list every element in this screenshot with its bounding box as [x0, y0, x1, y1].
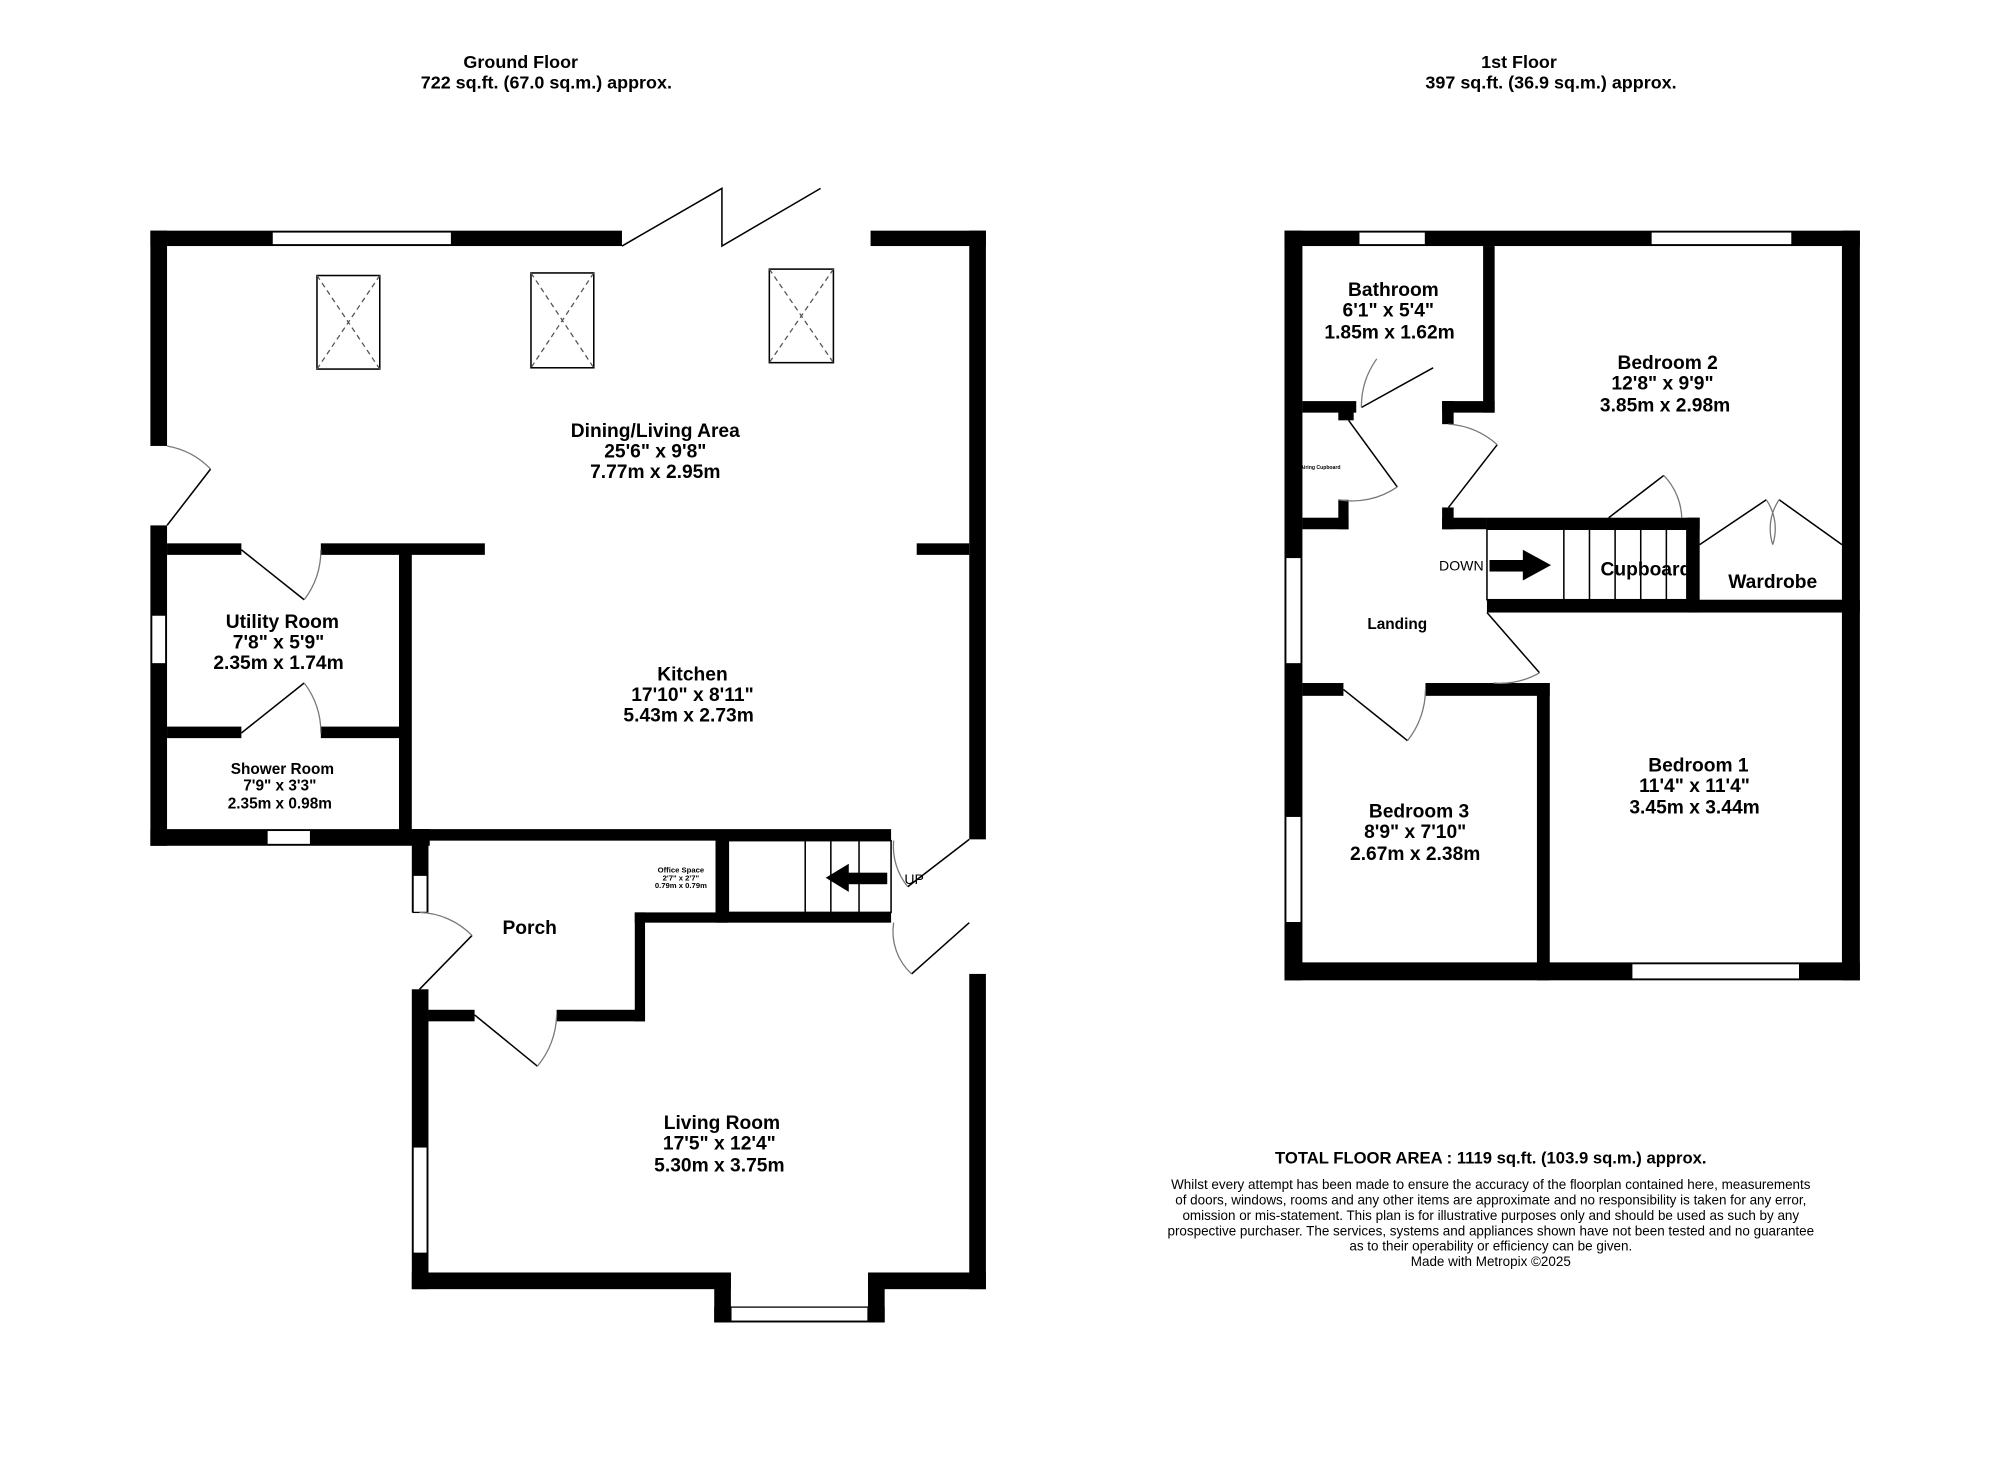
svg-text:1.85m x 1.62m: 1.85m x 1.62m	[1324, 322, 1454, 343]
svg-text:5.30m x 3.75m: 5.30m x 3.75m	[654, 1155, 784, 1176]
stairs-down-label: DOWN	[1439, 557, 1484, 573]
room-kitchen: Kitchen 17'10" x 8'11" 5.43m x 2.73m	[623, 664, 753, 726]
ground-floor-area: 722 sq.ft. (67.0 sq.m.) approx.	[421, 72, 672, 92]
svg-text:2.35m x 0.98m: 2.35m x 0.98m	[228, 796, 332, 813]
svg-text:25'6" x 9'8": 25'6" x 9'8"	[604, 441, 706, 462]
svg-text:17'10" x 8'11": 17'10" x 8'11"	[631, 685, 754, 706]
first-floor-area: 397 sq.ft. (36.9 sq.m.) approx.	[1425, 72, 1676, 92]
credit: Made with Metropix ©2025	[1411, 1254, 1571, 1269]
svg-text:7'9" x 3'3": 7'9" x 3'3"	[243, 778, 316, 795]
svg-text:8'9" x 7'10": 8'9" x 7'10"	[1364, 822, 1466, 843]
svg-text:5.43m x 2.73m: 5.43m x 2.73m	[623, 705, 753, 726]
room-bedroom-1: Bedroom 1 11'4" x 11'4" 3.45m x 3.44m	[1629, 755, 1759, 818]
room-office: Office Space 2'7" x 2'7" 0.79m x 0.79m	[655, 866, 707, 890]
room-utility: Utility Room 7'8" x 5'9" 2.35m x 1.74m	[213, 612, 343, 674]
room-bedroom-2: Bedroom 2 12'8" x 9'9" 3.85m x 2.98m	[1600, 353, 1730, 416]
room-porch: Porch	[502, 918, 556, 939]
svg-text:11'4" x 11'4": 11'4" x 11'4"	[1639, 776, 1750, 797]
svg-text:Bedroom 1: Bedroom 1	[1648, 755, 1749, 776]
room-landing: Landing	[1367, 616, 1427, 633]
svg-text:Utility Room: Utility Room	[226, 612, 339, 633]
svg-text:Whilst every attempt has been: Whilst every attempt has been made to en…	[1171, 1177, 1811, 1192]
svg-text:2'7" x 2'7": 2'7" x 2'7"	[663, 873, 700, 882]
room-bathroom: Bathroom 6'1" x 5'4" 1.85m x 1.62m	[1324, 280, 1454, 343]
room-airing-cupboard: Airing Cupboard	[1300, 465, 1340, 471]
svg-text:3.45m x 3.44m: 3.45m x 3.44m	[1629, 798, 1759, 819]
svg-text:Bedroom 3: Bedroom 3	[1369, 802, 1469, 823]
svg-text:Shower Room: Shower Room	[231, 761, 334, 778]
skylight	[768, 268, 835, 364]
svg-text:Dining/Living Area: Dining/Living Area	[571, 421, 740, 442]
svg-text:2.67m x 2.38m: 2.67m x 2.38m	[1350, 844, 1480, 865]
svg-text:as to their operability or eff: as to their operability or efficiency ca…	[1349, 1239, 1632, 1254]
svg-text:omission or mis-statement. Thi: omission or mis-statement. This plan is …	[1182, 1208, 1799, 1223]
svg-text:Bathroom: Bathroom	[1348, 280, 1439, 301]
room-wardrobe: Wardrobe	[1728, 572, 1817, 593]
svg-text:3.85m x 2.98m: 3.85m x 2.98m	[1600, 395, 1730, 416]
svg-text:Living Room: Living Room	[664, 1113, 780, 1134]
svg-text:Kitchen: Kitchen	[657, 664, 727, 685]
room-bedroom-3: Bedroom 3 8'9" x 7'10" 2.67m x 2.38m	[1350, 802, 1480, 865]
first-floor-plan	[1284, 230, 1860, 981]
room-shower: Shower Room 7'9" x 3'3" 2.35m x 0.98m	[228, 761, 334, 813]
svg-text:0.79m x 0.79m: 0.79m x 0.79m	[655, 881, 707, 890]
first-floor-title: 1st Floor	[1481, 52, 1557, 72]
svg-text:Bedroom 2: Bedroom 2	[1617, 353, 1717, 374]
svg-text:17'5" x 12'4": 17'5" x 12'4"	[663, 1133, 776, 1154]
skylight	[316, 274, 381, 370]
svg-text:6'1" x 5'4": 6'1" x 5'4"	[1343, 301, 1435, 322]
room-dining-living: Dining/Living Area 25'6" x 9'8" 7.77m x …	[571, 421, 740, 483]
ground-floor-plan	[150, 187, 986, 1323]
svg-text:7'8" x 5'9": 7'8" x 5'9"	[233, 632, 325, 653]
svg-text:12'8" x 9'9": 12'8" x 9'9"	[1611, 374, 1713, 395]
skylight	[530, 272, 595, 369]
svg-text:7.77m x 2.95m: 7.77m x 2.95m	[590, 462, 720, 483]
svg-text:of doors, windows, rooms and a: of doors, windows, rooms and any other i…	[1175, 1193, 1806, 1208]
ground-floor-title: Ground Floor	[463, 52, 578, 72]
svg-text:2.35m x 1.74m: 2.35m x 1.74m	[213, 653, 343, 674]
room-cupboard: Cupboard	[1600, 559, 1691, 580]
room-living: Living Room 17'5" x 12'4" 5.30m x 3.75m	[654, 1113, 784, 1176]
disclaimer: Whilst every attempt has been made to en…	[1167, 1177, 1814, 1254]
svg-text:Office Space: Office Space	[658, 866, 704, 875]
stairs-up-label: UP	[904, 871, 924, 887]
total-floor-area: TOTAL FLOOR AREA : 1119 sq.ft. (103.9 sq…	[1275, 1149, 1707, 1168]
svg-text:prospective purchaser. The ser: prospective purchaser. The services, sys…	[1167, 1223, 1814, 1238]
